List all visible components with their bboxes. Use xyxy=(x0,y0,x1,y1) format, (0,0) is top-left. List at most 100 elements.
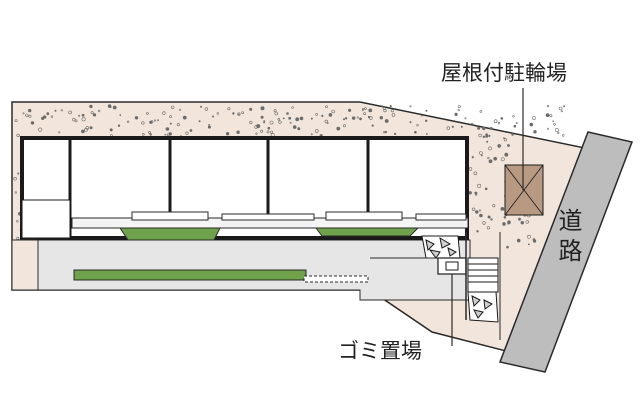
ground-speckle xyxy=(141,121,145,125)
ground-speckle xyxy=(68,110,72,115)
ground-speckle xyxy=(28,114,32,118)
ground-speckle xyxy=(409,121,412,124)
ground-speckle xyxy=(54,109,57,112)
ground-speckle xyxy=(297,127,301,131)
ground-speckle xyxy=(14,119,18,123)
garbage-bin xyxy=(445,261,459,271)
ground-speckle xyxy=(482,221,486,225)
ground-speckle xyxy=(241,111,244,114)
ground-speckle xyxy=(511,133,514,136)
ground-speckle xyxy=(504,152,509,157)
ground-speckle xyxy=(310,133,313,136)
ground-speckle xyxy=(204,107,209,111)
ground-speckle xyxy=(532,116,536,120)
ground-speckle xyxy=(489,127,493,131)
ground-speckle xyxy=(185,131,189,135)
ground-speckle xyxy=(555,128,559,132)
ground-speckle xyxy=(515,122,518,125)
balcony-fence xyxy=(131,211,209,221)
ground-speckle xyxy=(273,109,277,113)
balcony-fence xyxy=(221,213,315,221)
ground-speckle xyxy=(321,114,324,117)
ground-speckle xyxy=(277,117,281,121)
ground-speckle xyxy=(134,116,139,120)
ground-speckle xyxy=(520,221,524,225)
ground-speckle xyxy=(249,107,253,111)
ground-speckle xyxy=(149,133,152,136)
ground-speckle xyxy=(464,117,467,120)
ground-speckle xyxy=(478,209,481,212)
ground-speckle xyxy=(364,107,367,110)
ground-speckle xyxy=(368,116,373,120)
ground-speckle xyxy=(485,134,489,138)
ground-speckle xyxy=(336,126,341,131)
ground-speckle xyxy=(142,133,145,136)
ground-speckle xyxy=(225,132,230,136)
ground-speckle xyxy=(58,131,61,134)
ground-speckle xyxy=(216,112,220,115)
ground-speckle xyxy=(394,132,397,135)
ground-speckle xyxy=(162,111,166,115)
ground-speckle xyxy=(457,105,461,109)
ground-speckle xyxy=(176,123,180,127)
ground-speckle xyxy=(391,113,396,117)
ground-speckle xyxy=(470,122,474,126)
ground-speckle xyxy=(236,130,240,134)
ground-speckle xyxy=(482,126,486,131)
ground-speckle xyxy=(468,191,472,195)
ground-speckle xyxy=(38,127,43,132)
ground-speckle xyxy=(552,120,555,123)
ground-speckle xyxy=(383,131,386,134)
ground-speckle xyxy=(310,117,313,120)
ground-speckle xyxy=(254,125,258,129)
ground-speckle xyxy=(513,124,517,128)
ground-speckle xyxy=(315,113,318,116)
ground-speckle xyxy=(425,109,428,112)
ground-speckle xyxy=(165,127,170,131)
ground-speckle xyxy=(493,156,498,161)
ground-speckle xyxy=(164,133,167,136)
ground-speckle xyxy=(81,117,86,122)
ground-speckle xyxy=(112,105,117,110)
ground-speckle xyxy=(518,217,521,221)
ground-speckle xyxy=(490,218,493,221)
ground-speckle xyxy=(487,156,490,160)
ground-speckle xyxy=(149,120,153,124)
ground-speckle xyxy=(170,105,175,110)
ground-speckle xyxy=(169,122,172,125)
ground-texture xyxy=(13,104,566,289)
ground-speckle xyxy=(484,187,488,191)
ground-speckle xyxy=(30,121,35,125)
ground-speckle xyxy=(454,112,458,116)
ground-speckle xyxy=(212,115,215,118)
bicycle-parking-label: 屋根付駐輪場 xyxy=(441,61,567,85)
garbage-area-label: ゴミ置場 xyxy=(338,339,422,363)
ground-speckle xyxy=(81,129,85,134)
ground-speckle xyxy=(126,120,130,124)
ground-speckle xyxy=(503,216,507,219)
bicycle-parking-shed-hatch xyxy=(504,164,544,216)
ground-speckle xyxy=(480,154,483,157)
ground-speckle xyxy=(507,144,510,147)
ground-speckle xyxy=(153,119,156,122)
ground-speckle xyxy=(371,124,374,127)
ground-speckle xyxy=(414,130,417,134)
ground-speckle xyxy=(502,222,506,226)
ground-speckle xyxy=(291,106,294,109)
ground-speckle xyxy=(529,122,534,127)
ground-speckle xyxy=(468,167,473,171)
ground-speckle xyxy=(497,121,501,125)
ground-speckle xyxy=(379,115,383,120)
road xyxy=(498,131,634,373)
planting-bed xyxy=(315,227,420,237)
ground-speckle xyxy=(22,112,25,115)
ground-speckle xyxy=(460,125,463,128)
ground-speckle xyxy=(25,113,29,117)
ground-speckle xyxy=(425,133,428,135)
ground-speckle xyxy=(547,127,550,130)
ground-speckle xyxy=(500,117,504,120)
ground-speckle xyxy=(390,109,394,113)
ground-speckle xyxy=(237,112,241,116)
ground-speckle xyxy=(512,115,515,118)
